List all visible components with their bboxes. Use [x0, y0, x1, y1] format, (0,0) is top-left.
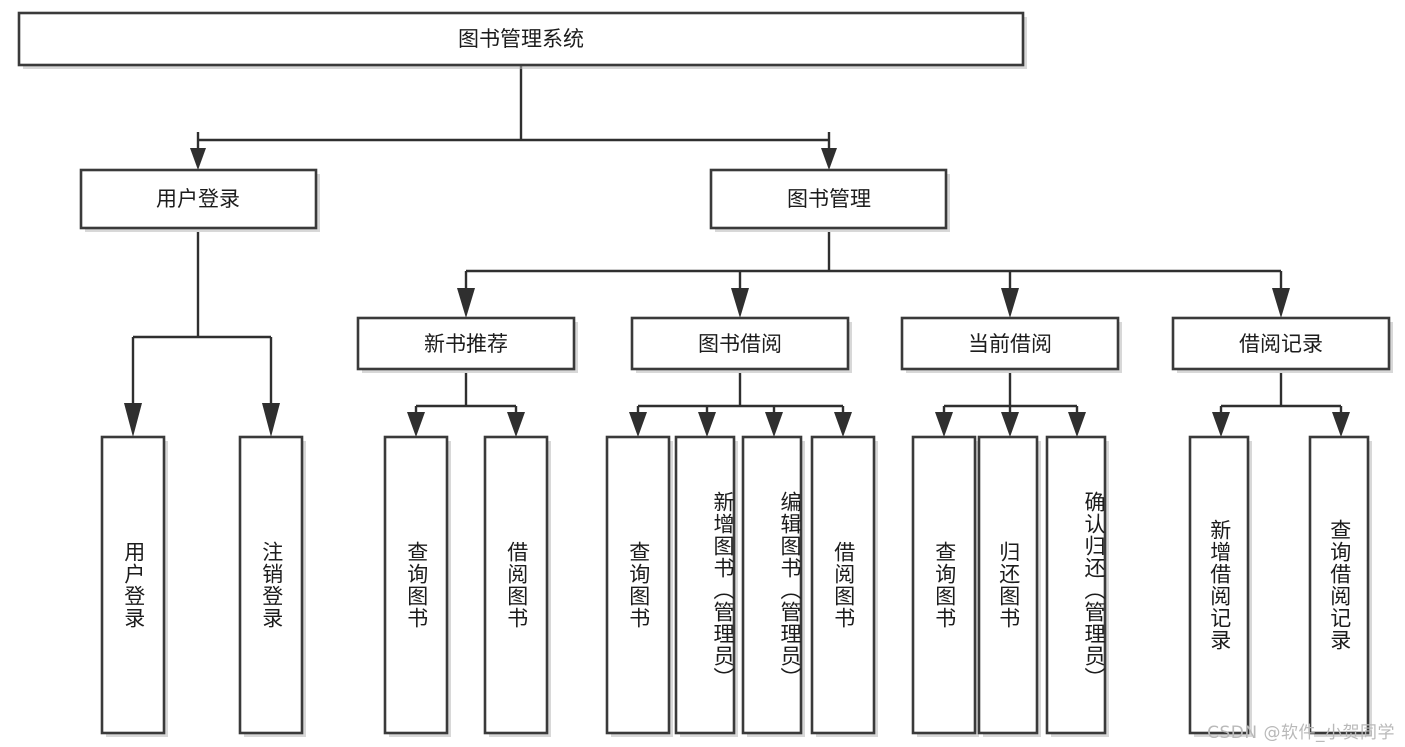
- arrow-head-current-borrow: [1001, 288, 1019, 318]
- leaf-borrow-book-2-label: 借阅图书: [831, 541, 856, 629]
- node-leaf-query-book-1[interactable]: [383, 435, 449, 735]
- current-borrow-label: 当前借阅: [968, 332, 1052, 356]
- node-leaf-query-book-2[interactable]: [605, 435, 671, 735]
- leaf-confirm-return-label: 确认归还（管理员）: [1082, 491, 1106, 689]
- arrow-head-leaf-query-record: [1332, 412, 1350, 437]
- new-book-recommend-label: 新书推荐: [424, 332, 508, 356]
- leaf-borrow-book-1-label: 借阅图书: [504, 541, 529, 629]
- arrow-head-new-book-recommend: [457, 288, 475, 318]
- node-leaf-query-record[interactable]: [1308, 435, 1370, 735]
- leaf-return-book-label: 归还图书: [996, 541, 1021, 629]
- leaf-query-book-3-label: 查询图书: [932, 541, 957, 629]
- connector-layer: [124, 65, 1350, 437]
- leaf-edit-book-label: 编辑图书（管理员）: [778, 491, 802, 689]
- node-leaf-return-book[interactable]: [977, 435, 1039, 735]
- arrow-head-leaf-user-login: [124, 403, 142, 437]
- arrow-head-leaf-borrow-book-1: [507, 412, 525, 437]
- arrow-head-leaf-borrow-book-2: [834, 412, 852, 437]
- node-leaf-add-book[interactable]: [674, 435, 736, 735]
- leaf-user-logout-label: 注销登录: [259, 541, 284, 629]
- arrow-head-borrow-record: [1272, 288, 1290, 318]
- arrow-head-leaf-edit-book: [765, 412, 783, 437]
- arrow-head-leaf-query-book-1: [407, 412, 425, 437]
- arrow-head-leaf-query-book-3: [935, 412, 953, 437]
- node-book-manage[interactable]: [709, 168, 948, 230]
- node-root[interactable]: [17, 11, 1025, 67]
- node-leaf-add-record[interactable]: [1188, 435, 1250, 735]
- leaf-add-record-label: 新增借阅记录: [1207, 519, 1232, 651]
- node-leaf-borrow-book-2[interactable]: [810, 435, 876, 735]
- node-current-borrow[interactable]: [900, 316, 1120, 371]
- arrow-head-user-login: [190, 148, 206, 170]
- node-leaf-query-book-3[interactable]: [911, 435, 977, 735]
- leaf-user-login-label: 用户登录: [121, 541, 146, 629]
- arrow-head-leaf-return-book: [1001, 412, 1019, 437]
- node-leaf-borrow-book-1[interactable]: [483, 435, 549, 735]
- arrow-head-book-manage: [821, 148, 837, 170]
- node-new-book-recommend[interactable]: [356, 316, 576, 371]
- node-leaf-confirm-return[interactable]: [1045, 435, 1107, 735]
- node-leaf-user-logout[interactable]: [238, 435, 304, 735]
- book-manage-label: 图书管理: [787, 187, 871, 211]
- node-leaf-user-login[interactable]: [100, 435, 166, 735]
- arrow-head-leaf-query-book-2: [629, 412, 647, 437]
- node-layer: 图书管理系统 用户登录 图书管理 新书推荐 图书借阅 当前借阅 借阅记录: [17, 11, 1393, 737]
- user-login-label: 用户登录: [156, 187, 240, 211]
- node-book-borrow[interactable]: [630, 316, 850, 371]
- node-leaf-edit-book[interactable]: [741, 435, 803, 735]
- book-borrow-label: 图书借阅: [698, 332, 782, 356]
- leaf-add-book-label: 新增图书（管理员）: [711, 491, 735, 689]
- node-user-login[interactable]: [79, 168, 318, 230]
- arrow-head-leaf-user-logout: [262, 403, 280, 437]
- leaf-query-record-label: 查询借阅记录: [1327, 519, 1352, 651]
- node-borrow-record[interactable]: [1171, 316, 1391, 371]
- arrow-head-book-borrow: [731, 288, 749, 318]
- leaf-query-book-2-label: 查询图书: [626, 541, 651, 629]
- leaf-query-book-1-label: 查询图书: [404, 541, 429, 629]
- arrow-head-leaf-add-book: [698, 412, 716, 437]
- root-label: 图书管理系统: [458, 27, 584, 51]
- arrow-head-leaf-add-record: [1212, 412, 1230, 437]
- borrow-record-label: 借阅记录: [1239, 332, 1323, 356]
- arrow-head-leaf-confirm-return: [1068, 412, 1086, 437]
